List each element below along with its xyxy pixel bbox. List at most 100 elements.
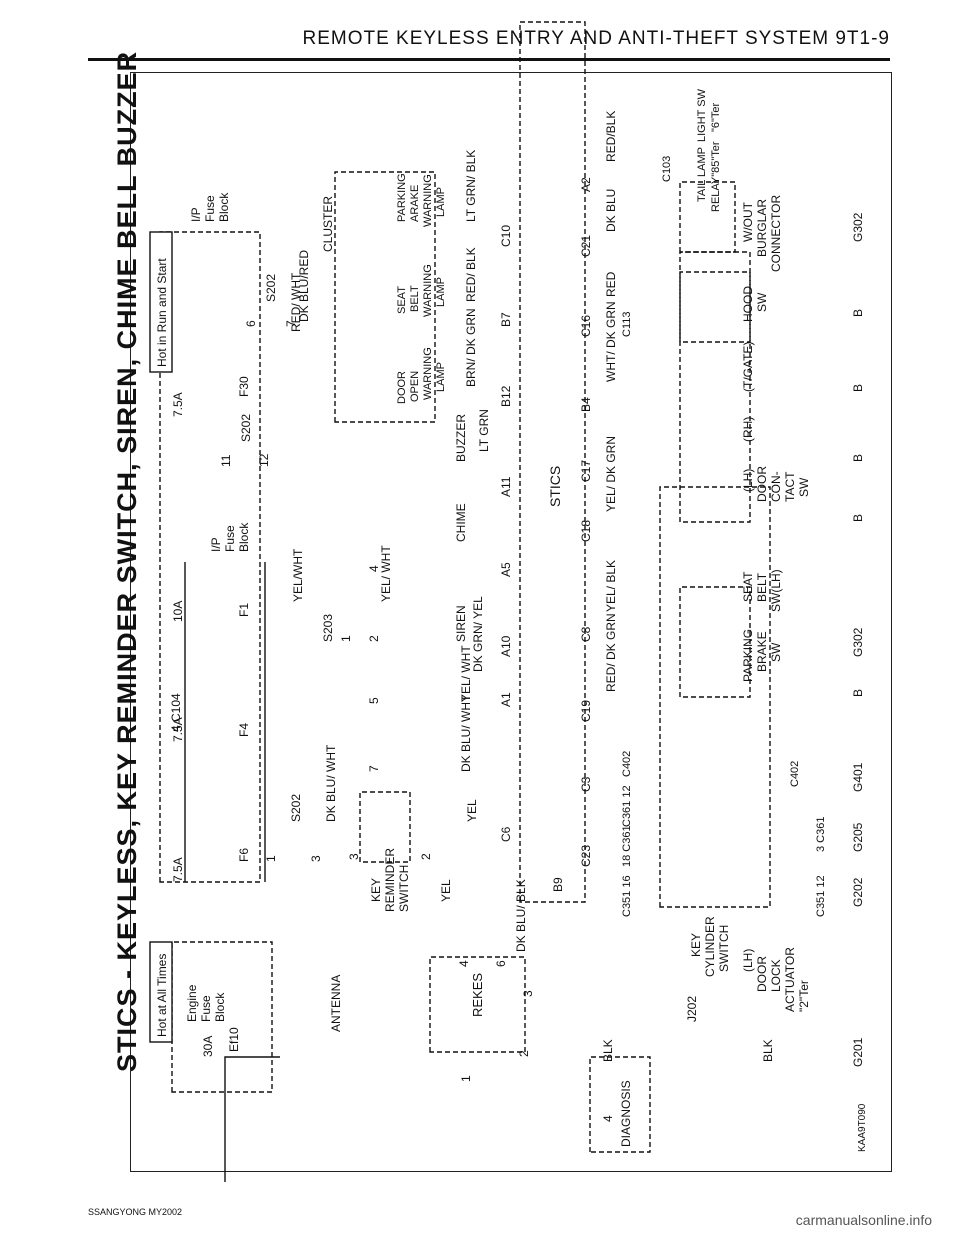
door-contact-l5: SW [797,477,811,497]
pin-b9: B9 [551,877,565,892]
s202-b-label: S202 [239,414,253,442]
burglar-l2: BURGLAR [755,199,769,257]
s202-c-pin6: 6 [244,320,258,327]
stics-label: STICS [547,466,563,507]
pin-b12: B12 [499,385,513,407]
parking-brake-l2: BRAKE [755,631,769,672]
lamp-park-l1: PARKING [396,173,408,222]
key-cyl-l3: SWITCH [717,925,731,972]
ip-fuse-l2: Fuse [223,525,237,552]
rh-label: (RH) [741,417,755,442]
rekes-label: REKES [470,973,485,1017]
ground-g205: G205 [851,822,865,852]
hood-l2: SW [755,292,769,312]
wire-red: RED [604,271,618,297]
rekes-pin6: 6 [494,960,508,967]
engine-fuse-block-l1: Engine [185,984,199,1022]
fuse-ef10-id: Ef10 [227,1027,241,1052]
ground-b-1: B [851,689,865,697]
diagram-title: STICS - KEYLESS, KEY REMINDER SWITCH, SI… [112,51,142,1072]
s202-a-label: S202 [289,794,303,822]
stics-box [519,21,586,903]
wire-dkblu-wht-2: DK BLU/ WHT [459,694,473,772]
pin-c8: C8 [579,626,593,642]
fuse-f6-id: F6 [237,848,251,862]
key-reminder-l1: KEY [369,878,383,902]
pin-c23: C23 [579,845,593,867]
fuse-f4-id: F4 [237,723,251,737]
burglar-l1: W/OUT [741,201,755,242]
s202-b-pin11: 11 [219,454,233,467]
cluster-box [334,171,436,423]
c351-16: C351 16 [621,875,633,917]
rekes-pin3: 3 [521,990,535,997]
seat-belt-l1: SEAT [741,571,755,602]
s202-b-pin12: 12 [257,453,271,467]
wire-wht-dkgrn: WHT/ DK GRN [604,301,618,382]
ground-g302-1: G302 [851,627,865,657]
wire-dkblu-wht-1: DK BLU/ WHT [324,744,338,822]
s203-pin2: 2 [367,635,381,642]
fuse-f6-amps: 7.5A [171,857,185,882]
lamp-door-l1: DOOR [396,371,408,404]
fuse-f1-id: F1 [237,603,251,617]
wire-yel-wht-1: YEL/WHT [291,548,305,602]
wire-red-blk: RED/ BLK [464,247,478,302]
s203-pin4: 4 [367,565,381,572]
fuse-f4-amps: 7.5A [171,717,185,742]
fuse-ef10-amps: 30A [201,1036,215,1057]
ground-b-3: B [851,454,865,462]
pin-a1: A1 [499,692,513,707]
burglar-l3: CONNECTOR [769,195,783,272]
door-lock-l3: LOCK [769,959,783,992]
pin-a10: A10 [499,635,513,657]
door-lock-l1: (LH) [741,949,755,972]
hot-always-label: Hot at All Times [155,954,169,1037]
ground-b-4: B [851,384,865,392]
wire-dkblu: DK BLU [604,189,618,232]
fuse-f30-id: F30 [237,376,251,397]
ground-g202: G202 [851,877,865,907]
wire-dkgrn-yel: DK GRN/ YEL [471,596,485,672]
wire-yel-1: YEL [439,879,453,902]
c402b: C402 [789,761,801,787]
parking-brake-l1: PARKING [741,629,755,682]
key-cyl-l2: CYLINDER [703,916,717,977]
key-reminder-pin3: 3 [347,853,361,860]
s203-pin5: 5 [367,697,381,704]
ip-fuse-block-box: 7.5A F6 7.5A F4 10A F1 I/P Fuse Block 7.… [149,192,261,883]
pin-c19: C19 [579,700,593,722]
engine-fuse-block-l2: Fuse [199,995,213,1022]
ground-g201: G201 [851,1037,865,1067]
wire-redblk: RED/BLK [604,111,618,162]
burglar-box [679,181,736,253]
seat-belt-l3: SW(LH) [769,569,783,612]
wire-yel-blk: YEL/ BLK [604,560,618,612]
buzzer-label: BUZZER [454,414,468,462]
wire-dkblu-red: DK BLU/RED [297,250,311,322]
wire-ltgrn-1: LT GRN [477,409,491,452]
j202-label: J202 [685,996,699,1022]
rekes-box [429,956,526,1053]
hood-sw-box [679,251,751,343]
s203-pin1: 1 [339,635,353,642]
lamp-park-l3: WARNING [422,174,434,227]
pin-a11: A11 [499,476,513,497]
key-reminder-box [359,791,411,863]
door-lock-l4: ACTUATOR [783,947,797,1012]
ip-fuse-r-l3: Block [217,192,231,222]
siren-label: SIREN [454,605,468,642]
footer-left: SSANGYONG MY2002 [88,1207,183,1217]
rekes-pin2: 2 [517,1050,531,1057]
lamp-door-l2: OPEN [409,371,421,402]
lamp-seat-l3: WARNING [422,264,434,317]
page-title: REMOTE KEYLESS ENTRY AND ANTI-THEFT SYST… [302,28,890,49]
c351-12: C351 12 [815,875,827,917]
wire-ltgrn-blk: LT GRN/ BLK [464,150,478,222]
c402: C402 [621,751,633,777]
wire-dkblu-blk-1: DK BLU/ BLK [514,879,528,952]
lamp-door-l3: WARNING [422,347,434,400]
footer-right: carmanualsonline.info [795,1212,932,1228]
switch-row-box [659,486,771,908]
